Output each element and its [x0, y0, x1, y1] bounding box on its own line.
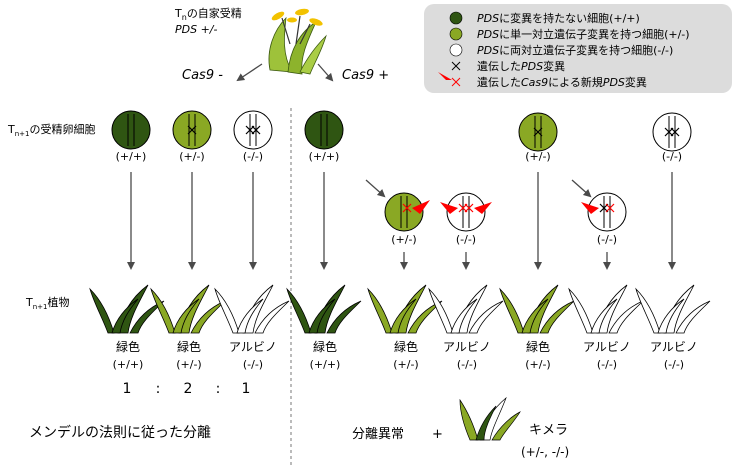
- plant-genotype-label: (+/-): [393, 358, 418, 371]
- light-green-circle-icon: [449, 27, 463, 41]
- plant-phenotype-label: 緑色: [116, 339, 140, 354]
- chimera-label: キメラ: [529, 423, 568, 438]
- legend-item-3: PDSに両対立遺伝子変異を持つ細胞(-/-): [477, 43, 673, 57]
- zygote-cell: (-/-): [233, 110, 273, 163]
- ratio-value-green-hetero: 2: [184, 381, 193, 397]
- zygote-cell: (-/-): [581, 192, 627, 246]
- cell-genotype-label: (+/+): [309, 150, 340, 163]
- plant: アルビノ (-/-): [568, 284, 644, 371]
- abnormal-segregation-label: 分離異常: [352, 427, 404, 442]
- plant-phenotype-label: アルビノ: [229, 340, 277, 354]
- plant: 緑色 (+/+): [286, 284, 362, 371]
- ratio-value-albino: 1: [242, 381, 251, 397]
- plant: 緑色 (+/-): [367, 284, 443, 371]
- plant-phenotype-label: 緑色: [313, 339, 337, 354]
- ratio-separator: :: [156, 381, 161, 397]
- plant-genotype-label: (-/-): [457, 358, 477, 371]
- plus-sign: +: [432, 427, 443, 442]
- plant: アルビノ (-/-): [635, 284, 711, 371]
- plant: 緑色 (+/+): [89, 284, 165, 371]
- branch-arrow-left: [236, 63, 263, 82]
- flow-arrow: [571, 179, 592, 198]
- ratio-value-green-homo: 1: [123, 381, 132, 397]
- plant-genotype-label: (+/-): [525, 358, 550, 371]
- zygote-cell: (+/-): [172, 110, 212, 163]
- legend-item-2: PDSに単一対立遺伝子変異を持つ細胞(+/-): [477, 27, 690, 41]
- header-line2: PDS +/-: [175, 23, 218, 36]
- legend: PDSに変異を持たない細胞(+/+) PDSに単一対立遺伝子変異を持つ細胞(+/…: [424, 4, 732, 93]
- zygote-cell: (+/-): [384, 192, 430, 246]
- cell-genotype-label: (+/-): [525, 150, 550, 163]
- flower-icon: [268, 8, 327, 75]
- plant-genotype-label: (-/-): [664, 358, 684, 371]
- plants: 緑色 (+/+) 緑色 (+/-) アルビノ (-/-) 緑色 (+/+) 緑色 (+/-…: [89, 284, 711, 371]
- plant-phenotype-label: アルビノ: [443, 340, 491, 354]
- plant: 緑色 (+/-): [150, 284, 226, 371]
- plant-genotype-label: (-/-): [597, 358, 617, 371]
- legend-item-1: PDSに変異を持たない細胞(+/+): [477, 11, 640, 25]
- cell-genotype-label: (-/-): [597, 233, 617, 246]
- mendel-label: メンデルの法則に従った分離: [29, 424, 211, 441]
- cas9-minus-label: Cas9 -: [182, 68, 223, 83]
- cell-genotype-label: (-/-): [456, 233, 476, 246]
- cas9-plus-label: Cas9 +: [342, 68, 389, 83]
- arrows: [127, 172, 676, 270]
- plant-phenotype-label: 緑色: [177, 339, 201, 354]
- zygote-row-label: Tn+1の受精卵細胞: [7, 123, 96, 138]
- legend-item-4: 遺伝したPDS変異: [477, 59, 565, 73]
- cell-genotype-label: (+/-): [391, 233, 416, 246]
- cell-genotype-label: (-/-): [243, 150, 263, 163]
- plant-genotype-label: (+/+): [310, 358, 341, 371]
- branch-arrow-right: [317, 63, 334, 82]
- header-line1: Tnの自家受精: [174, 6, 242, 22]
- flow-arrow: [365, 179, 386, 198]
- ratio-separator: :: [216, 381, 221, 397]
- plant-genotype-label: (+/-): [176, 358, 201, 371]
- white-circle-icon: [449, 43, 463, 57]
- plant: 緑色 (+/-): [499, 284, 575, 371]
- segregation-ratio: 1 : 2 : 1: [123, 381, 251, 397]
- zygote-cell: (+/+): [304, 110, 344, 163]
- plant-row-label: Tn+1植物: [25, 295, 70, 311]
- plant: アルビノ (-/-): [214, 284, 290, 371]
- plant-genotype-label: (+/+): [113, 358, 144, 371]
- plant-phenotype-label: 緑色: [394, 339, 418, 354]
- zygote-cell: (-/-): [440, 192, 492, 246]
- zygote-cells: (+/+) (+/-) (-/-) (+/+) (+/-) (-/-) (+/-) (-/-)…: [111, 110, 692, 246]
- plant-phenotype-label: アルビノ: [583, 340, 631, 354]
- plant: アルビノ (-/-): [428, 284, 504, 371]
- chimera-genotype-label: (+/-, -/-): [521, 445, 569, 459]
- cell-genotype-label: (+/-): [179, 150, 204, 163]
- plant-phenotype-label: アルビノ: [650, 340, 698, 354]
- zygote-cell: (+/-): [518, 112, 558, 163]
- plant-phenotype-label: 緑色: [526, 339, 550, 354]
- black-x-icon: [451, 61, 461, 71]
- chimera-plant-icon: [459, 396, 521, 441]
- cell-genotype-label: (-/-): [662, 150, 682, 163]
- dark-green-circle-icon: [449, 11, 463, 25]
- plant-genotype-label: (-/-): [243, 358, 263, 371]
- zygote-cell: (+/+): [111, 110, 151, 163]
- zygote-cell: (-/-): [652, 112, 692, 163]
- red-arrow-x-icon: [438, 72, 461, 87]
- cell-genotype-label: (+/+): [116, 150, 147, 163]
- legend-item-5: 遺伝したCas9による新規PDS変異: [477, 75, 647, 89]
